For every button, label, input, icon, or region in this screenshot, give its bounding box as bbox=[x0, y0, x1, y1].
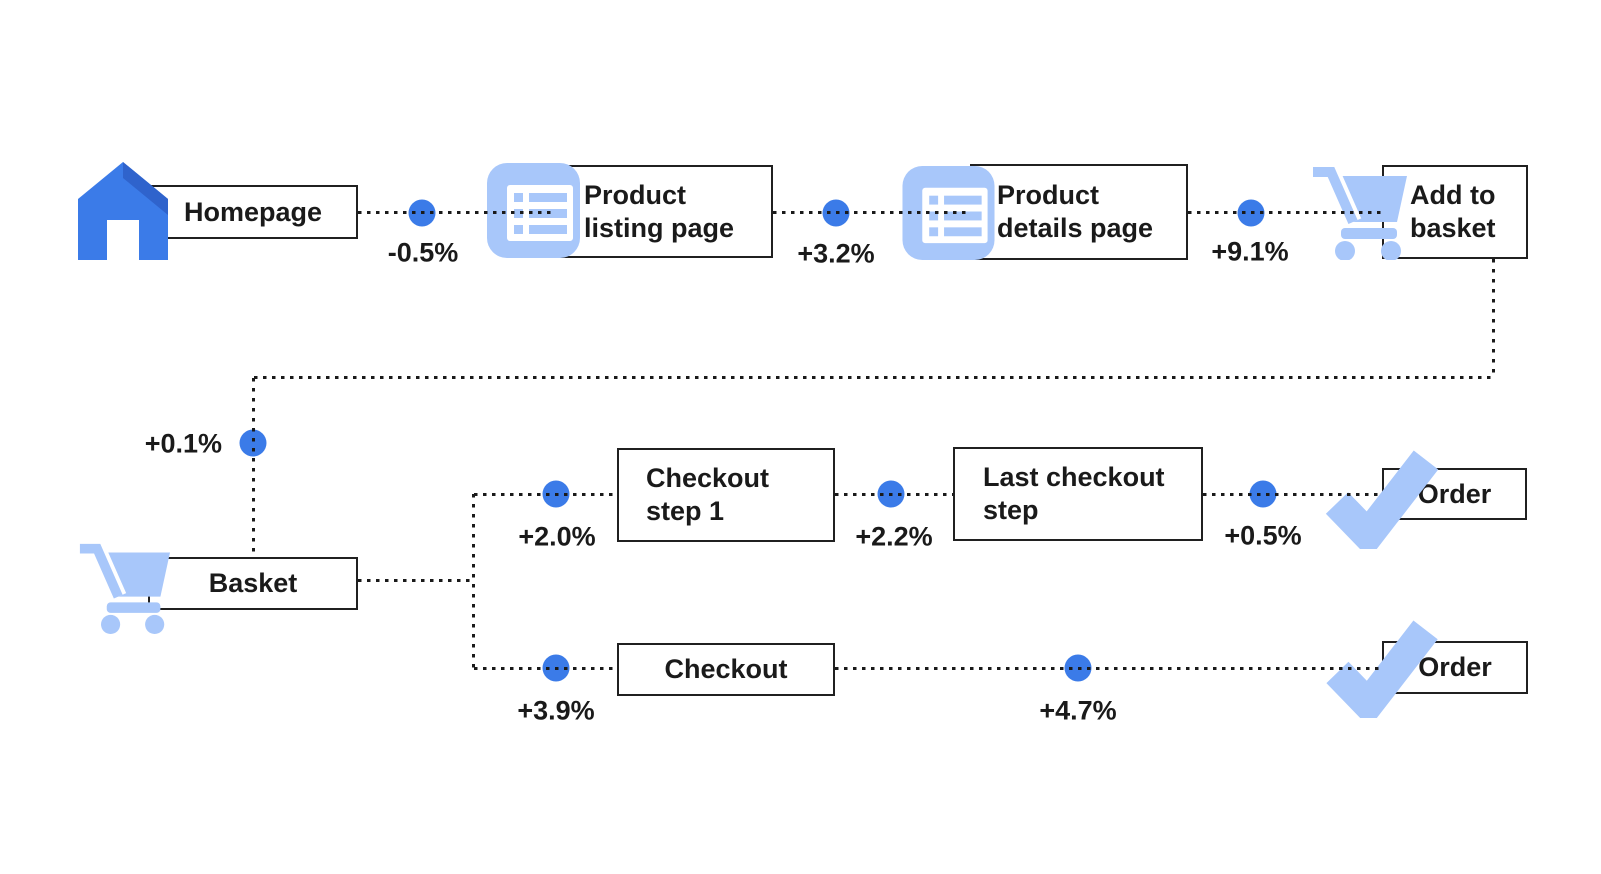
connector-dotted-line bbox=[252, 378, 255, 557]
connector-dotted-line bbox=[474, 667, 617, 670]
transition-percent-label: +2.2% bbox=[855, 521, 933, 552]
connector-dotted-line bbox=[1492, 259, 1495, 378]
node-label: Add to basket bbox=[1410, 180, 1496, 243]
cart-icon bbox=[1311, 163, 1407, 261]
node-checkout-step-1: Checkout step 1 bbox=[617, 448, 835, 542]
transition-percent-label: +0.1% bbox=[144, 428, 222, 459]
transition-percent-label: +2.0% bbox=[518, 521, 596, 552]
home-icon bbox=[78, 162, 168, 260]
connector-dotted-line bbox=[358, 211, 556, 214]
node-label: Basket bbox=[208, 568, 298, 598]
node-label: Last checkout step bbox=[983, 462, 1165, 525]
node-last-checkout-step: Last checkout step bbox=[953, 447, 1203, 541]
node-label: Checkout bbox=[664, 654, 788, 684]
connector-dotted-line bbox=[773, 211, 970, 214]
node-label: Order bbox=[1418, 652, 1492, 682]
connector-dotted-line bbox=[835, 667, 1382, 670]
connector-dotted-line bbox=[358, 579, 475, 582]
node-homepage: Homepage bbox=[148, 185, 358, 239]
transition-percent-label: -0.5% bbox=[387, 237, 459, 268]
connector-dotted-line bbox=[472, 494, 475, 670]
check-icon bbox=[1322, 448, 1440, 559]
node-product-listing-page: Product listing page bbox=[556, 165, 773, 258]
node-label: Checkout step 1 bbox=[646, 463, 770, 526]
node-checkout: Checkout bbox=[617, 643, 835, 696]
node-add-to-basket: Add to basket bbox=[1382, 165, 1528, 259]
node-label: Homepage bbox=[183, 196, 323, 227]
node-label: Product details page bbox=[997, 180, 1154, 243]
connector-dotted-line bbox=[254, 376, 1494, 379]
connector-dotted-line bbox=[1188, 211, 1382, 214]
node-label: Product listing page bbox=[584, 179, 735, 243]
transition-percent-label: +4.7% bbox=[1039, 695, 1117, 726]
node-product-details-page: Product details page bbox=[970, 164, 1188, 260]
transition-percent-label: +3.2% bbox=[797, 238, 875, 269]
connector-dotted-line bbox=[474, 493, 617, 496]
node-basket: Basket bbox=[148, 557, 358, 610]
connector-dotted-line bbox=[1203, 493, 1382, 496]
cart-icon bbox=[78, 540, 170, 634]
check-icon bbox=[1322, 618, 1440, 728]
transition-percent-label: +0.5% bbox=[1224, 520, 1302, 551]
connector-dotted-line bbox=[835, 493, 953, 496]
transition-percent-label: +9.1% bbox=[1211, 236, 1289, 267]
transition-percent-label: +3.9% bbox=[517, 695, 595, 726]
node-label: Order bbox=[1417, 478, 1492, 509]
